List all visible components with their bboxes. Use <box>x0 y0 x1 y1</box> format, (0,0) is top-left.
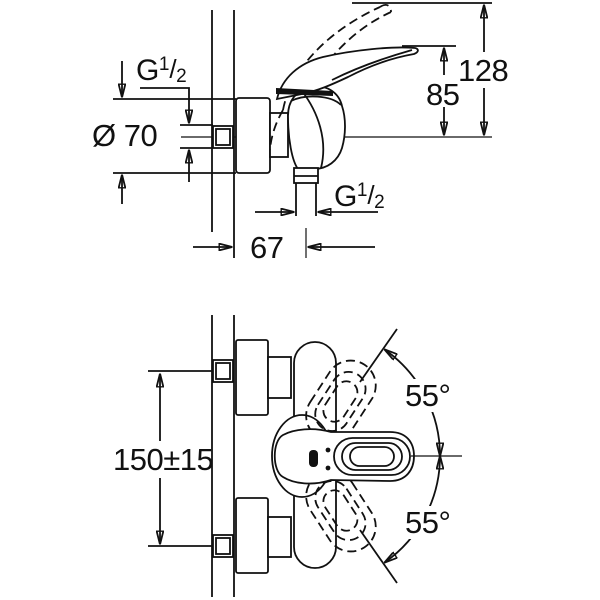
handle-loop-hole <box>349 446 395 467</box>
escutcheon-bottom <box>235 497 269 574</box>
handle-dot-bottom <box>325 465 331 471</box>
swing-angle-down-label: 55° <box>402 506 454 539</box>
thread-numerator: 1 <box>356 180 368 201</box>
dimensions-side-view <box>113 2 492 247</box>
thread-size-label-inlet: G1/2 <box>136 54 187 86</box>
connection-distance-label: 150±15 <box>113 442 214 477</box>
union-nut-side <box>269 112 289 158</box>
side-view <box>113 2 492 258</box>
wall-section-side <box>211 10 235 258</box>
thread-denominator: 2 <box>176 66 187 87</box>
handle-open-position-dashed <box>269 4 392 151</box>
thread-letter: G <box>334 180 357 213</box>
thread-size-label-outlet: G1/2 <box>334 180 385 212</box>
mixer-front-view <box>212 339 415 574</box>
handle-badge <box>309 450 318 467</box>
thread-letter: G <box>136 54 159 87</box>
swing-angle-up-label: 55° <box>402 379 454 412</box>
wall-offset-label: 67 <box>250 230 284 265</box>
escutcheon-top <box>235 339 269 416</box>
union-nut-top <box>267 356 292 399</box>
overall-height-label: 128 <box>458 53 509 88</box>
handle-dot-top <box>325 447 331 453</box>
thread-slash: / <box>367 180 375 210</box>
mixer-side-view <box>180 4 492 258</box>
union-nut-bottom <box>267 516 292 558</box>
dimensions-front-view <box>148 328 462 584</box>
thread-numerator: 1 <box>158 54 170 75</box>
wall-section-front <box>211 315 235 597</box>
thread-slash: / <box>169 54 177 84</box>
handle-base-band <box>276 88 333 96</box>
front-view <box>148 315 462 597</box>
escutcheon-diameter-label: Ø 70 <box>92 118 158 153</box>
handle-height-label: 85 <box>426 77 460 112</box>
thread-denominator: 2 <box>374 192 385 213</box>
escutcheon-side <box>235 97 271 174</box>
